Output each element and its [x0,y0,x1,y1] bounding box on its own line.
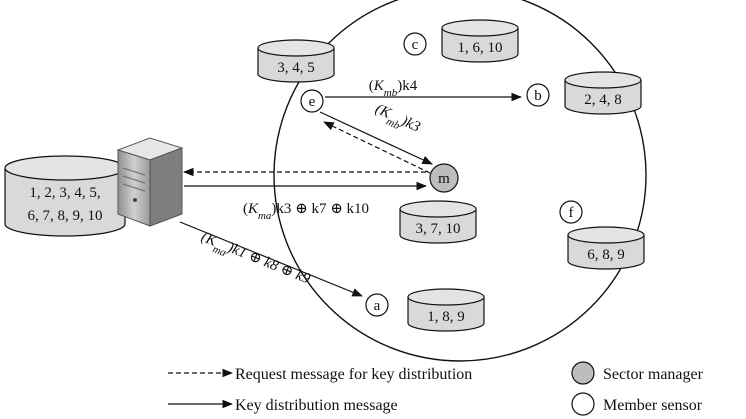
message-m-to-e-label: (Kmb)k3 [371,101,423,140]
key-store-b-text: 2, 4, 8 [584,92,622,108]
key-store-m: 3, 7, 10 [399,200,477,244]
server-db-line1: 1, 2, 3, 4, 5, [29,185,100,201]
member-sensor-c: c [403,32,427,56]
key-store-a-text: 1, 8, 9 [427,309,465,325]
key-store-f-text: 6, 8, 9 [587,247,625,263]
server-db-line2: 6, 7, 8, 9, 10 [28,208,103,224]
key-store-e: 3, 4, 5 [257,39,335,83]
member-sensor-b: b [526,83,550,107]
legend-sector-manager-label: Sector manager [603,366,704,383]
node-b-label: b [534,88,542,104]
node-c-label: c [412,37,419,53]
sector-boundary-circle [273,0,647,362]
member-sensor-a: a [365,293,389,317]
legend: Request message for key distribution Key… [168,361,704,416]
key-store-f: 6, 8, 9 [567,226,645,270]
arrow-m-to-e-request [323,121,431,174]
server-icon [116,137,184,227]
node-f-label: f [569,205,574,221]
node-a-label: a [374,298,381,314]
key-store-a: 1, 8, 9 [407,288,485,332]
node-e-label: e [309,94,316,110]
arrow-server-to-a [179,221,364,297]
legend-request-label: Request message for key distribution [235,366,472,383]
message-e-to-b-label: (Kmb)k4 [369,78,418,99]
server-key-database: 1, 2, 3, 4, 5, 6, 7, 8, 9, 10 [4,155,126,237]
legend-key-dist-label: Key distribution message [235,397,398,414]
member-sensor-f: f [559,200,583,224]
node-m-label: m [438,171,450,187]
legend-sector-manager-icon [571,361,595,385]
legend-member-sensor-icon [571,392,595,416]
member-sensor-e: e [300,89,324,113]
message-server-to-m-label: (Kma)k3 ⊕ k7 ⊕ k10 [243,201,369,222]
key-store-m-text: 3, 7, 10 [416,221,461,237]
legend-member-sensor-label: Member sensor [603,397,703,414]
key-store-c-text: 1, 6, 10 [458,40,503,56]
key-store-b: 2, 4, 8 [564,71,642,115]
sector-manager-m: m [429,163,459,193]
key-store-c: 1, 6, 10 [441,19,519,63]
key-store-e-text: 3, 4, 5 [277,60,315,76]
arrow-e-to-m [319,111,433,165]
